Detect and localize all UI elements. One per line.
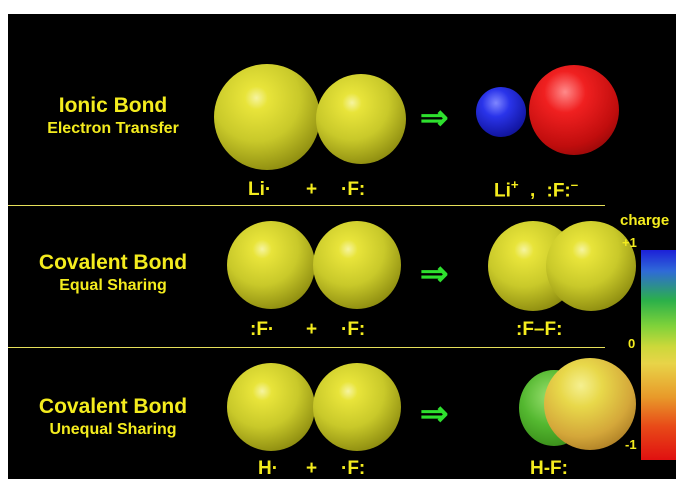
row-divider-2 [8, 347, 605, 348]
diagram-panel: Ionic Bond Electron Transfer Li· + ·F: ⇒… [8, 14, 676, 479]
row1-product: Li+ , :F:– [494, 177, 578, 202]
row2-subtitle: Equal Sharing [59, 277, 167, 294]
row3-product: H-F: [530, 458, 568, 479]
row3-reactant-left: H· [258, 458, 279, 479]
charge-tick-plus1: +1 [622, 235, 637, 250]
fluorine-atom-sphere [316, 74, 406, 164]
row3-plus: + [306, 458, 318, 479]
fluoride-ion-label: :F: [546, 180, 571, 202]
row1-arrow: ⇒ [420, 99, 449, 137]
row3-reactant-right: ·F: [341, 458, 366, 479]
lithium-ion-label: Li [494, 180, 511, 202]
fluorine-atom-right-sphere [313, 221, 401, 309]
hf-molecule-fluorine-end [544, 358, 636, 450]
charge-scale-label: charge [620, 212, 670, 229]
row2-title: Covalent Bond [38, 251, 188, 274]
lithium-ion-sphere [476, 87, 526, 137]
lithium-atom-sphere [214, 64, 320, 170]
row1-reactant-right: ·F: [341, 179, 366, 200]
charge-tick-zero: 0 [628, 336, 636, 351]
fluorine-atom-left-sphere [227, 221, 315, 309]
charge-color-scale [641, 250, 676, 460]
row3-arrow: ⇒ [420, 395, 449, 433]
row3-subtitle: Unequal Sharing [49, 421, 177, 438]
row-divider-1 [8, 205, 605, 206]
charge-tick-minus1: -1 [625, 437, 637, 452]
row1-plus: + [306, 179, 318, 200]
fluoride-ion-sphere [529, 65, 619, 155]
fluoride-ion-charge: – [570, 177, 579, 192]
row2-reactant-left: :F· [250, 319, 275, 340]
row1-title: Ionic Bond [58, 94, 168, 117]
fluorine-atom-sphere-row3 [313, 363, 401, 451]
row1-reactant-left: Li· [248, 179, 272, 200]
product-separator: , [529, 180, 536, 202]
row2-plus: + [306, 319, 318, 340]
row1-subtitle: Electron Transfer [47, 120, 179, 137]
row2-product: :F–F: [516, 319, 563, 340]
hydrogen-atom-sphere [227, 363, 315, 451]
lithium-ion-charge: + [510, 177, 519, 192]
row2-reactant-right: ·F: [341, 319, 366, 340]
f2-molecule-right-sphere [546, 221, 636, 311]
row3-title: Covalent Bond [38, 395, 188, 418]
row2-arrow: ⇒ [420, 255, 449, 293]
